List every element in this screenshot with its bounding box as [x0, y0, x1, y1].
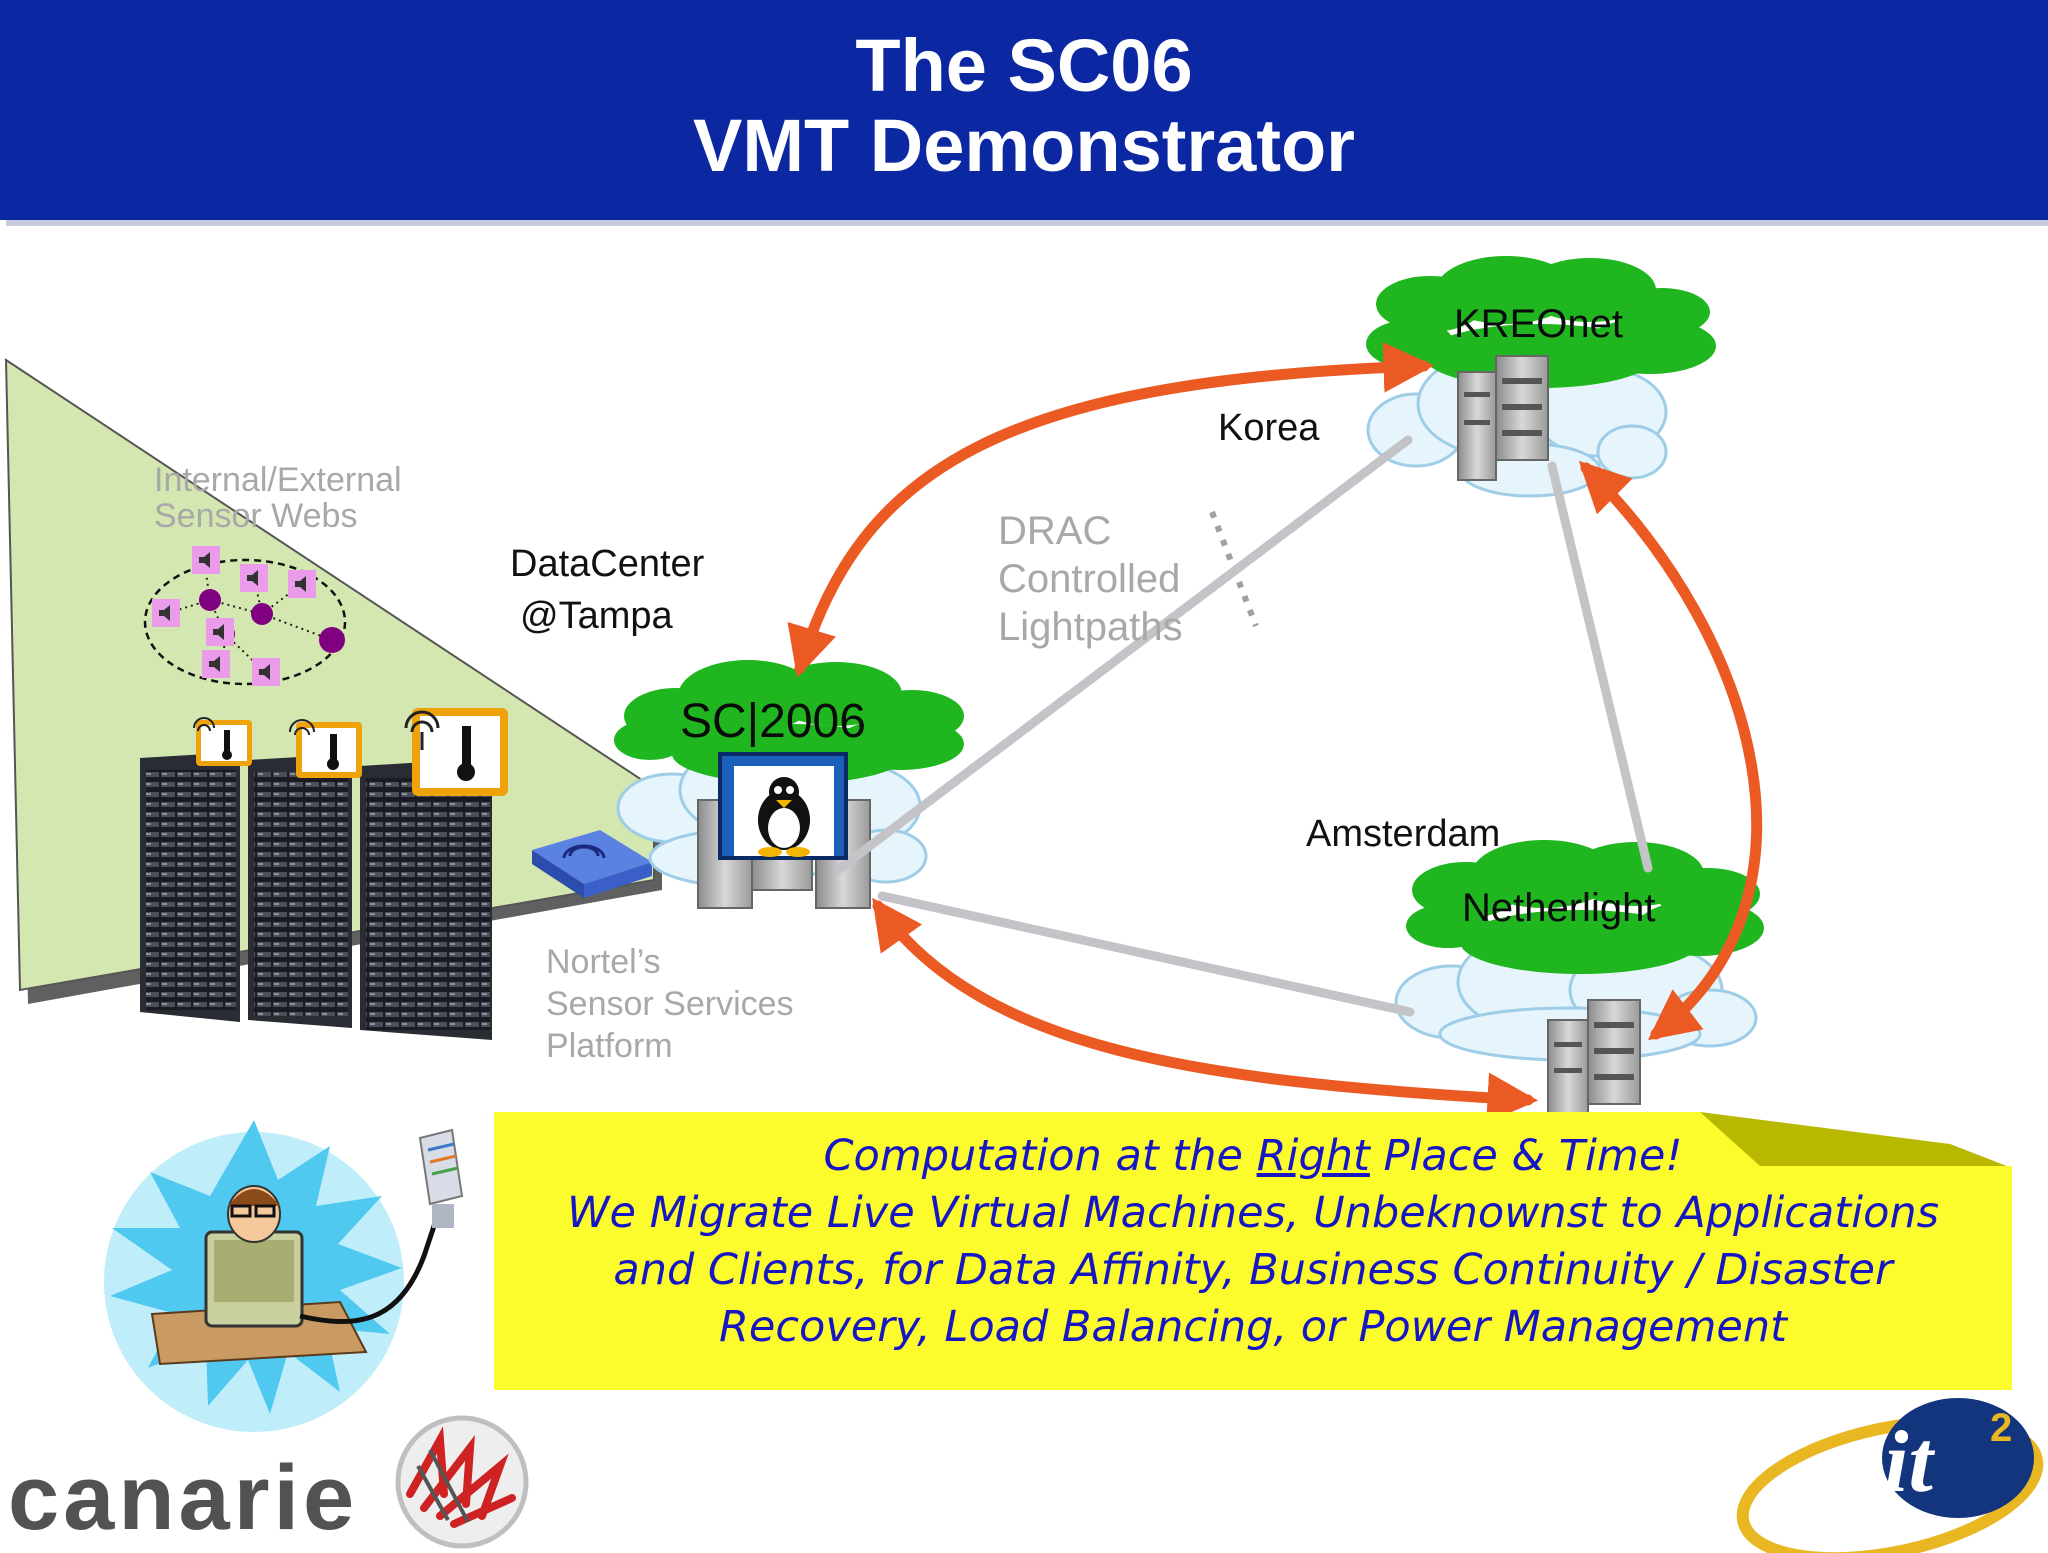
thermometer-icon — [296, 722, 362, 778]
callout-line-1-end: Place & Time! — [1369, 1131, 1683, 1181]
korea-label: Korea — [1218, 407, 1320, 449]
person-at-computer-icon — [104, 1120, 439, 1432]
thermometer-icon — [412, 708, 508, 796]
title-banner: The SC06 VMT Demonstrator — [0, 0, 2048, 220]
datacenter-label-line-2: @Tampa — [520, 595, 673, 637]
drac-label-line-1: DRAC — [998, 509, 1112, 553]
callout-line-1-start: Computation at the — [823, 1131, 1257, 1181]
speaker-icon — [252, 658, 280, 686]
server-icon — [1457, 371, 1497, 481]
slide-title-line-2: VMT Demonstrator — [693, 104, 1355, 187]
callout-line-3: and Clients, for Data Affinity, Business… — [613, 1245, 1893, 1295]
nortel-label-line-1: Nortel’s — [546, 943, 661, 981]
server-icon — [1587, 999, 1641, 1105]
speaker-icon — [288, 570, 316, 598]
sensor-web — [143, 546, 347, 686]
canarie-logo-text: canarie — [8, 1447, 359, 1549]
sensor-node — [251, 603, 273, 625]
speaker-icon — [206, 618, 234, 646]
server-icon — [1547, 1019, 1589, 1125]
kreonet-label: KREOnet — [1454, 302, 1623, 346]
server-rack-icon — [248, 754, 352, 1028]
speaker-icon — [192, 546, 220, 574]
callout-box — [494, 1112, 2012, 1390]
amsterdam-label: Amsterdam — [1306, 813, 1501, 855]
arrow-kreonet-netherlight — [1578, 460, 1763, 1041]
network-cable-icon — [418, 1128, 464, 1228]
it2-logo-text: it — [1884, 1414, 1933, 1511]
it2-logo-superscript: 2 — [1990, 1406, 2013, 1450]
nortel-label-line-3: Platform — [546, 1027, 673, 1065]
network-hub-icon — [532, 830, 652, 898]
drac-label-line-2: Controlled — [998, 557, 1181, 601]
lightpath-sc2006-netherlight — [877, 891, 1415, 1017]
server-icon — [1495, 355, 1549, 461]
drac-label-line-3: Lightpaths — [998, 605, 1183, 649]
callout-line-1: Computation at the Right Place & Time! — [494, 1128, 2012, 1185]
linux-penguin-icon — [718, 752, 848, 860]
sensor-webs-label-line-2: Sensor Webs — [154, 497, 358, 535]
wireless-sensor-icon — [289, 719, 315, 736]
migration-arrows — [787, 342, 1763, 1124]
it2-logo — [1736, 1398, 2044, 1553]
server-rack-icon — [140, 752, 240, 1022]
lightpath-sc2006-kreonet — [833, 435, 1413, 875]
kreonet-servers — [1457, 355, 1549, 481]
arrow-sc2006-netherlight — [872, 897, 1539, 1124]
thermometer-icon — [196, 720, 252, 766]
wireless-sensor-icon — [404, 710, 440, 750]
wireless-sensor-icon — [193, 717, 215, 732]
server-racks — [140, 708, 508, 1040]
slide-title-line-1: The SC06 — [855, 24, 1193, 107]
server-rack-icon — [360, 758, 492, 1040]
speaker-icon — [152, 599, 180, 627]
sensor-webs-label-line-1: Internal/External — [154, 461, 402, 499]
callout-line-4: Recovery, Load Balancing, or Power Manag… — [719, 1302, 1787, 1352]
callout-text: Computation at the Right Place & Time! W… — [494, 1128, 2012, 1356]
sensor-node — [319, 627, 345, 653]
sensor-node — [199, 589, 221, 611]
datacenter-label-line-1: DataCenter — [510, 543, 705, 585]
speaker-icon — [202, 650, 230, 678]
nortel-label-line-2: Sensor Services — [546, 985, 794, 1023]
maple-leaf-icon — [395, 1415, 529, 1549]
speaker-icon — [240, 564, 268, 592]
callout-right-word: Right — [1256, 1131, 1370, 1181]
callout-line-2: We Migrate Live Virtual Machines, Unbekn… — [566, 1188, 1940, 1238]
sc2006-label: SC|2006 — [680, 695, 866, 748]
arrow-sc2006-kreonet — [787, 342, 1435, 678]
netherlight-label: Netherlight — [1462, 886, 1656, 930]
